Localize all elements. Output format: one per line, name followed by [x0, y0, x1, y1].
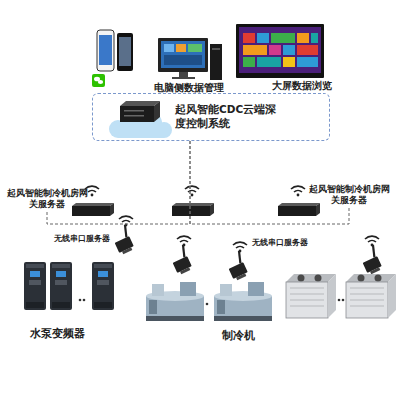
gateway-device	[172, 203, 214, 216]
air-cooled-unit	[346, 274, 396, 318]
large-screen	[257, 57, 281, 67]
serial-server	[168, 245, 194, 276]
desktop-computer	[158, 38, 222, 80]
chiller-unit	[214, 282, 272, 321]
cloud-server-icon	[124, 115, 144, 117]
wifi-symbol	[185, 186, 199, 196]
large-screen	[283, 57, 295, 67]
ellipsis-dots	[83, 299, 86, 302]
large-screen	[283, 45, 295, 55]
ellipsis-dots	[79, 299, 82, 302]
ellipsis-dots	[342, 299, 345, 302]
ellipsis-dots	[79, 299, 86, 302]
ellipsis-dots	[206, 303, 209, 306]
serial-server	[110, 225, 136, 256]
large-screen	[236, 24, 324, 78]
gateway-device	[278, 203, 320, 216]
iphone-icon	[99, 35, 112, 65]
wechat-icon	[92, 74, 105, 87]
desktop-computer	[164, 55, 202, 65]
system-box: 起风智能CDC云端深度控制系统	[92, 93, 330, 141]
wifi-symbol	[365, 236, 379, 246]
ellipsis-dots	[206, 303, 209, 306]
large-screen	[269, 45, 281, 55]
gateway-label-box: 起风智能制冷机房网关服务器	[4, 188, 90, 210]
android-phone-icon	[117, 33, 133, 71]
large-screen	[257, 33, 269, 43]
ellipsis-dots	[338, 299, 341, 302]
group-label: 水泵变频器	[30, 328, 85, 341]
desktop-computer	[210, 44, 222, 80]
cloud-server-icon	[154, 101, 160, 122]
large-screen	[311, 33, 318, 43]
desktop-computer	[164, 44, 174, 52]
cloud-server-icon	[124, 110, 144, 112]
gateway-label-box: 起风智能制冷机房网关服务器	[306, 184, 392, 206]
chiller-unit	[146, 282, 204, 321]
desktop-computer	[161, 41, 205, 68]
cloud-icon	[118, 128, 164, 138]
android-phone-icon	[119, 37, 131, 66]
wechat-icon	[98, 80, 103, 84]
large-screen	[271, 33, 295, 43]
group-label: 制冷机	[222, 330, 255, 343]
bus-connector	[190, 141, 349, 224]
pump-vfd	[50, 262, 72, 310]
large-screen	[236, 24, 324, 78]
node-text: 起风智能CDC云端深度控制系统	[175, 102, 287, 130]
device-label: 大屏数据浏览	[272, 80, 332, 92]
android-phone-icon	[117, 33, 133, 71]
pump-vfd	[92, 262, 114, 310]
iphone-icon	[97, 30, 114, 71]
desktop-computer	[212, 48, 220, 50]
node-text: 起风智能制冷机房网关服务器	[4, 188, 90, 210]
large-screen	[243, 45, 267, 55]
wechat-icon	[92, 74, 105, 87]
cloud-server-icon	[120, 101, 160, 122]
serial-server	[224, 251, 250, 282]
large-screen	[243, 57, 255, 67]
iphone-icon	[97, 30, 114, 71]
large-screen	[297, 57, 318, 67]
serial-server	[358, 245, 384, 276]
desktop-computer	[158, 38, 208, 72]
cloud-server-icon	[120, 106, 154, 122]
serial-server	[224, 251, 250, 282]
large-screen	[297, 45, 318, 55]
device-label: 无线串口服务器	[252, 238, 308, 247]
pump-vfd	[24, 262, 46, 310]
large-screen	[239, 27, 321, 73]
wifi-symbol	[291, 186, 305, 196]
large-screen	[243, 33, 255, 43]
device-label: 电脑侧数据管理	[154, 82, 224, 94]
air-cooled-unit	[286, 274, 336, 318]
large-screen	[297, 33, 309, 43]
node-text: 起风智能制冷机房网关服务器	[306, 184, 392, 206]
ellipsis-dots	[338, 299, 345, 302]
desktop-computer	[188, 44, 202, 52]
gateway-device	[72, 203, 114, 216]
desktop-computer	[179, 72, 188, 77]
desktop-computer	[172, 77, 195, 79]
serial-server	[168, 245, 194, 276]
serial-server	[358, 245, 384, 276]
cloud-server-icon	[120, 101, 160, 106]
device-label: 无线串口服务器	[54, 234, 110, 243]
serial-server	[110, 225, 136, 256]
bus-connector	[47, 141, 190, 224]
desktop-computer	[176, 44, 186, 52]
